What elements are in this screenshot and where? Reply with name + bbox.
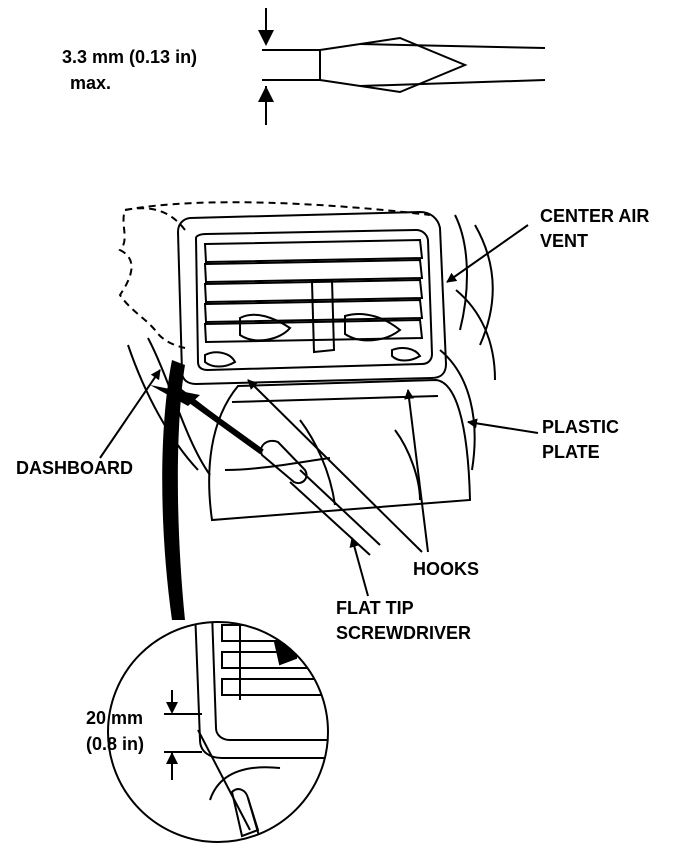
- callout-leaders: [99, 224, 539, 597]
- plastic-plate-label-2: PLATE: [542, 442, 600, 462]
- depth-mm-label: 20 mm: [86, 708, 143, 728]
- tip-max-label: max.: [70, 73, 111, 93]
- zoom-leader: [162, 360, 185, 620]
- center-air-vent-label-2: VENT: [540, 231, 588, 251]
- plastic-plate: [208, 378, 472, 522]
- hooks-label: HOOKS: [413, 559, 479, 579]
- dashboard-label: DASHBOARD: [16, 458, 133, 478]
- screwdriver-tip-detail: [258, 8, 546, 125]
- flat-tip-screwdriver: [150, 384, 381, 556]
- center-air-vent-label: CENTER AIR: [540, 206, 649, 226]
- dashboard-outline: [118, 201, 496, 476]
- plastic-plate-label: PLASTIC: [542, 417, 619, 437]
- depth-in-label: (0.8 in): [86, 734, 144, 754]
- tip-width-label: 3.3 mm (0.13 in): [62, 47, 197, 67]
- center-air-vent: [176, 210, 448, 386]
- depth-dimension: [164, 690, 202, 780]
- magnified-detail: [107, 621, 329, 843]
- screwdriver-label-2: SCREWDRIVER: [336, 623, 471, 643]
- screwdriver-label: FLAT TIP: [336, 598, 414, 618]
